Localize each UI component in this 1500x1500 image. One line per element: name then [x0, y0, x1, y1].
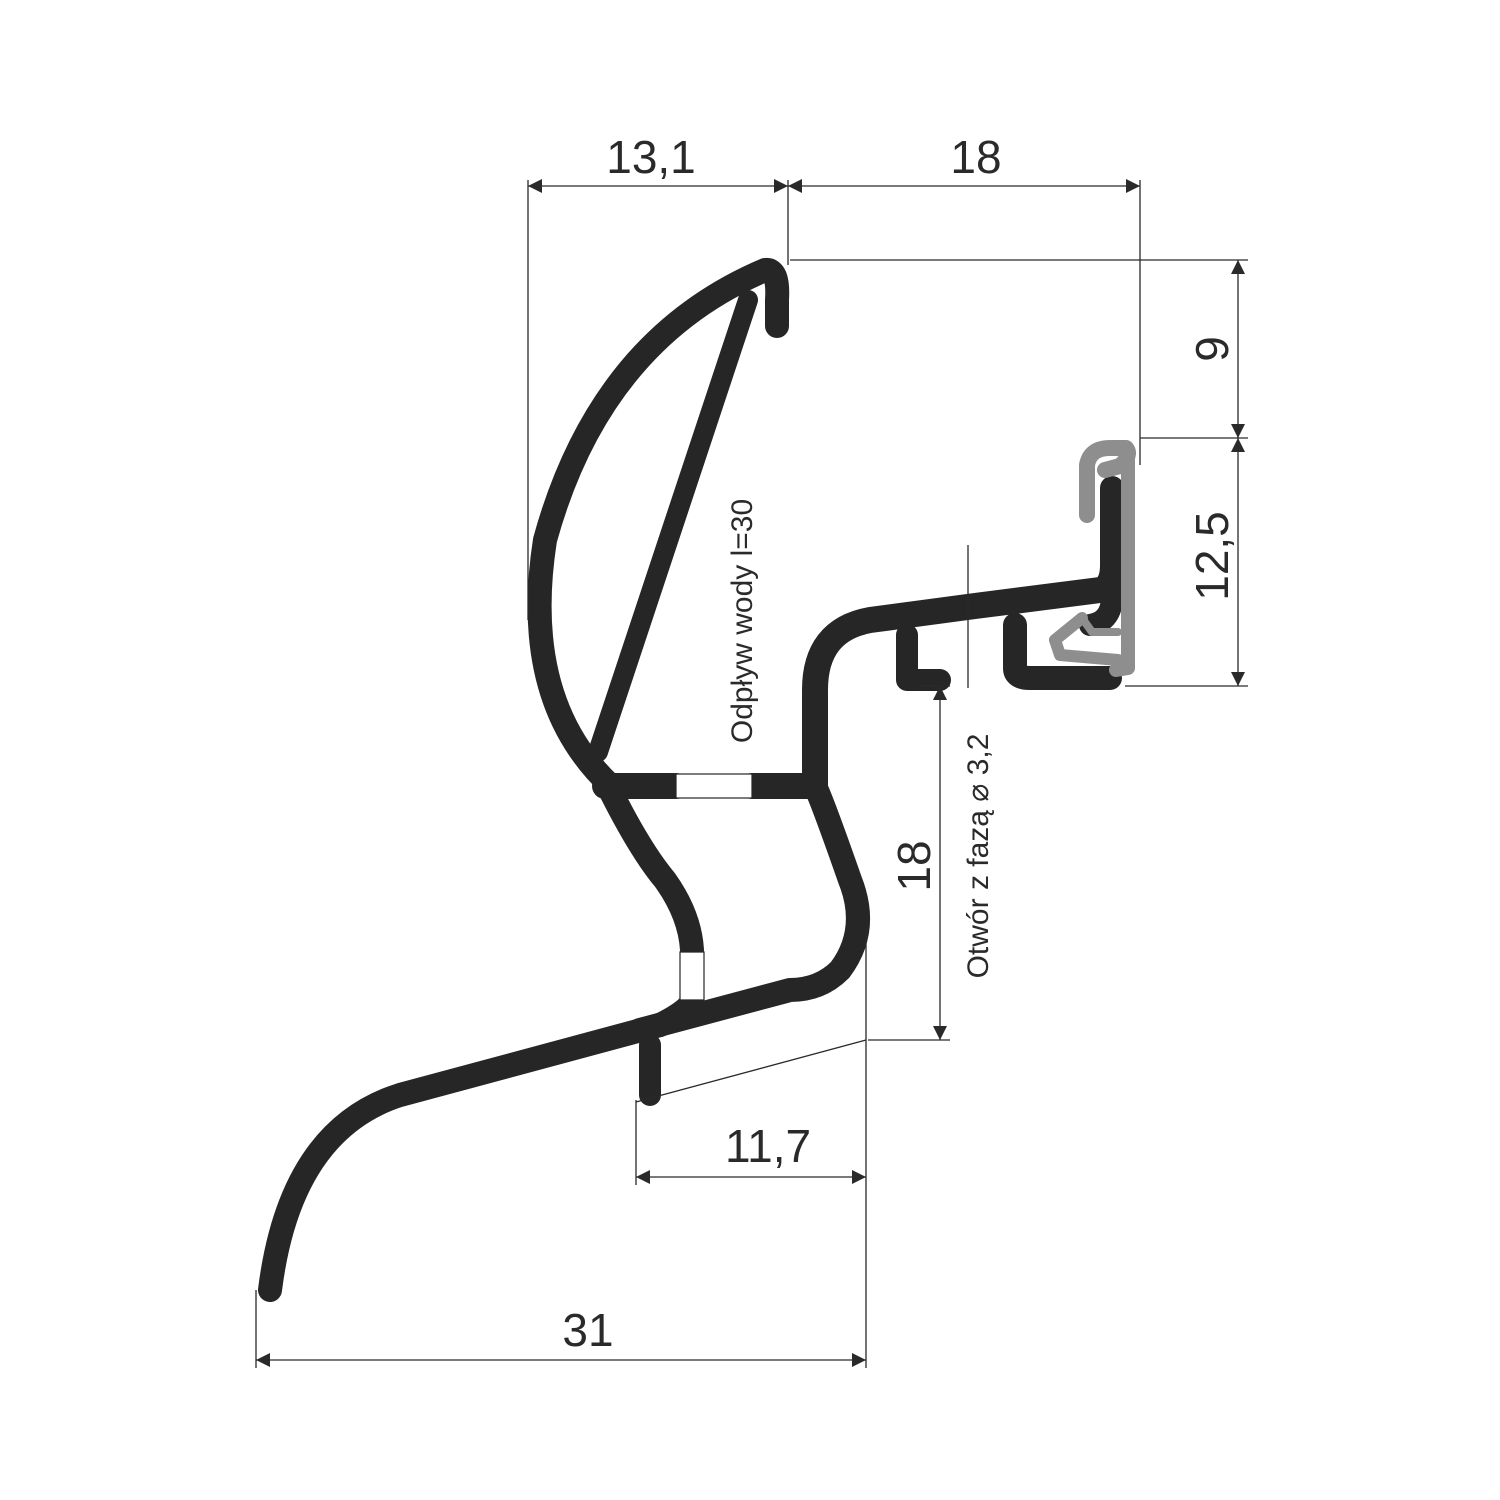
top-chamber-outer-wall: [527, 257, 790, 797]
gasket-body: [1109, 453, 1135, 677]
lower-right-channel: [1003, 613, 1122, 690]
dim-label-9: 9: [1186, 336, 1238, 362]
central-wall: [802, 577, 1113, 799]
inner-fin: [896, 624, 951, 691]
dim-label-18-top: 18: [950, 131, 1001, 183]
sill-arc: [258, 1013, 672, 1302]
hole-note: Otwór z fazą ⌀ 3,2: [962, 734, 995, 979]
dim-label-12-5: 12,5: [1186, 511, 1238, 601]
dimensions: 13,1 18 9 12,5 18 11,7 31: [255, 131, 1248, 1368]
top-chamber-diagonal-wall: [588, 290, 758, 762]
dim-label-31: 31: [562, 1304, 613, 1356]
drainage-slot: [675, 773, 753, 799]
gasket-lower-wedge: [1049, 612, 1124, 666]
dim-label-13-1: 13,1: [606, 131, 696, 183]
glazing-hook-lower: [1079, 549, 1123, 636]
lower-chamber-right-wall: [628, 774, 870, 1042]
drainage-note: Odpływ wody l=30: [726, 499, 759, 743]
aluminium-profile: [258, 257, 1124, 1302]
lower-chamber-left-wall: [598, 778, 704, 962]
glazing-gasket: [1049, 440, 1136, 677]
gasket-wedge-back: [1078, 614, 1122, 636]
dim-label-11-7: 11,7: [725, 1120, 811, 1172]
dim-label-18-center: 18: [888, 840, 940, 891]
drainage-slot-lower: [679, 951, 705, 1001]
